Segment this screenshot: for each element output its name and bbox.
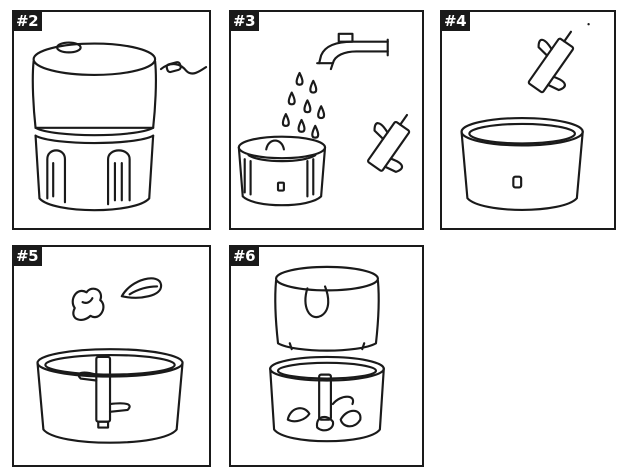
step-panel-2: #2 — [12, 10, 211, 230]
chopper-closed-with-cable-illustration — [14, 12, 209, 228]
step-panel-6: #6 — [229, 245, 424, 467]
place-lid-on-bowl-illustration — [231, 247, 422, 465]
step-panel-4: #4 — [440, 10, 616, 230]
insert-blade-into-bowl-illustration — [442, 12, 614, 228]
step-panel-5: #5 — [12, 245, 211, 467]
add-ingredients-illustration — [14, 247, 209, 465]
step-panel-3: #3 — [229, 10, 424, 230]
rinse-under-tap-illustration — [231, 12, 422, 228]
